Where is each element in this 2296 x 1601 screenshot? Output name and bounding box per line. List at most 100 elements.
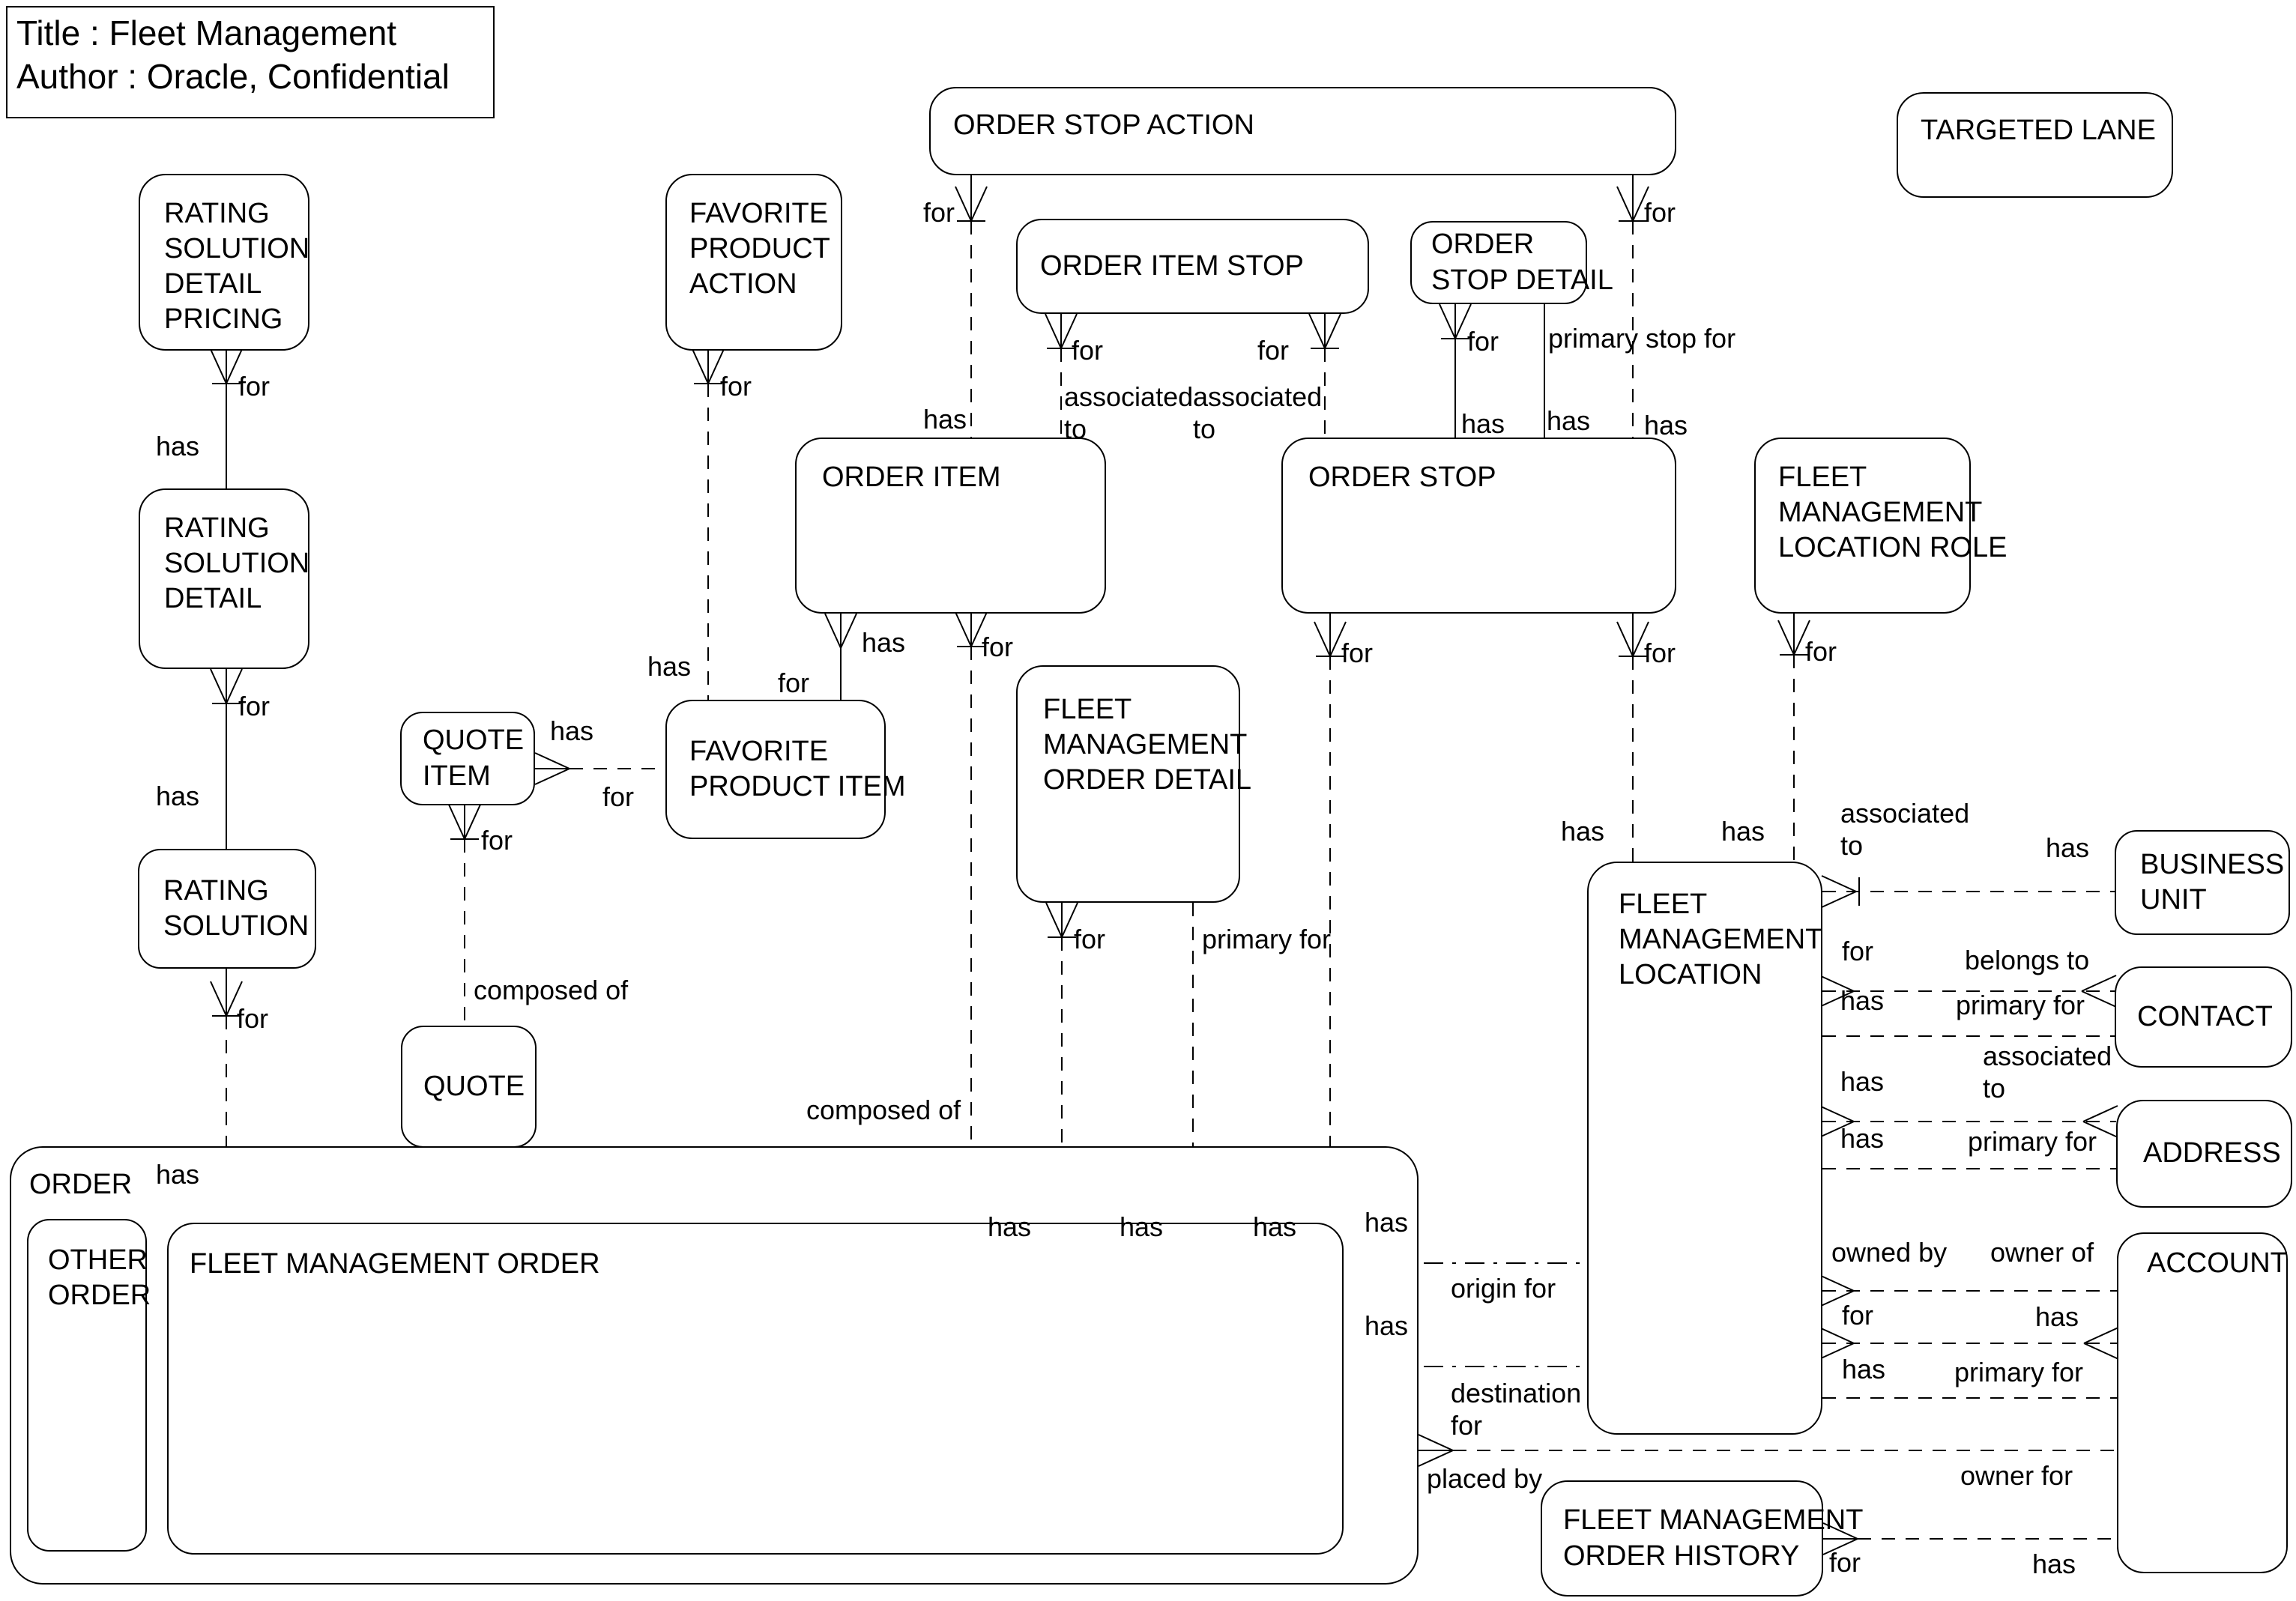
relationship-label: primary for (1954, 1357, 2084, 1387)
relationship-label: has (1253, 1211, 1297, 1242)
relationship-label: associated to (1064, 381, 1194, 445)
entity-order-stop-action[interactable]: ORDER STOP ACTION (929, 87, 1676, 175)
entity-label: MANAGEMENT (1043, 729, 1248, 761)
entity-label: FLEET (1778, 461, 1867, 493)
entity-account[interactable]: ACCOUNT (2117, 1232, 2288, 1573)
entity-label: UNIT (2140, 884, 2207, 915)
relationship-label: has (862, 627, 906, 658)
relationship-label: composed of (806, 1095, 961, 1125)
relationship-label: for (602, 781, 635, 812)
relationship-label: has (1120, 1211, 1164, 1242)
relationship-label: for (1842, 936, 1874, 966)
relationship-label: has (1721, 816, 1765, 847)
relationship-label: has (1840, 1123, 1885, 1154)
relationship-label: composed of (474, 975, 629, 1005)
connector-ois-orderstop (1308, 313, 1341, 438)
relationship-label: has (156, 431, 200, 461)
entity-label: RATING (164, 512, 270, 544)
connector-fml-account-has (1819, 1327, 2119, 1360)
connector-rsd-rs (210, 668, 243, 849)
entity-quote[interactable]: QUOTE (401, 1026, 537, 1148)
relationship-label: for (1644, 638, 1676, 668)
relationship-label: for (720, 371, 752, 402)
entity-label: TARGETED LANE (1921, 115, 2156, 146)
entity-label: ADDRESS (2143, 1137, 2281, 1169)
entity-label: ORDER ITEM STOP (1040, 249, 1304, 282)
relationship-label: for (238, 371, 271, 402)
relationship-label: destination for (1451, 1378, 1582, 1441)
connector-quoteitem-quote (448, 804, 481, 1026)
entity-label: ORDER HISTORY (1563, 1540, 1800, 1572)
relationship-label: owner of (1990, 1237, 2094, 1268)
connector-fml-businessunit (1821, 875, 2115, 908)
relationship-label: has (2046, 832, 2090, 863)
connector-osd-orderstop (1439, 303, 1472, 438)
relationship-label: associated to (1193, 381, 1323, 445)
connector-fml-contact-belongs (1819, 975, 2117, 1008)
relationship-label: has (1547, 405, 1591, 436)
relationship-label: associated to (1983, 1041, 2112, 1104)
entity-label: FLEET (1043, 694, 1132, 725)
entity-label: RATING (163, 874, 269, 907)
entity-label: QUOTE (423, 1070, 525, 1102)
connector-osa-orderstop (1616, 175, 1649, 438)
relationship-label: for (982, 632, 1014, 662)
entity-label: ORDER STOP (1308, 461, 1496, 493)
entity-label: LOCATION ROLE (1778, 532, 2008, 564)
entity-label: PRICING (164, 303, 283, 336)
entity-label: FLEET MANAGEMENT ORDER (190, 1248, 600, 1280)
entity-address[interactable]: ADDRESS (2116, 1100, 2292, 1208)
connector-orderstop-fmo (1314, 614, 1347, 1223)
relationship-label: has (1840, 985, 1885, 1016)
connector-osa-orderitem (955, 175, 988, 438)
entity-label: FLEET MANAGEMENT (1563, 1504, 1864, 1537)
entity-fleet-management-order[interactable]: FLEET MANAGEMENT ORDER (167, 1223, 1344, 1555)
entity-label: MANAGEMENT (1619, 924, 1823, 956)
entity-contact[interactable]: CONTACT (2115, 966, 2292, 1068)
entity-label: FAVORITE (689, 198, 829, 229)
entity-order-item[interactable]: ORDER ITEM (795, 438, 1106, 614)
connector-orderitem-fpi (824, 613, 857, 700)
entity-label: FLEET (1619, 889, 1708, 920)
entity-order-stop[interactable]: ORDER STOP (1281, 438, 1676, 614)
entity-order-item-stop[interactable]: ORDER ITEM STOP (1016, 219, 1369, 314)
relationship-label: for (1341, 638, 1374, 668)
connector-fpa-fpi (692, 348, 725, 700)
entity-label: MANAGEMENT (1778, 497, 1983, 529)
relationship-label: has (1840, 1066, 1885, 1097)
relationship-label: owner for (1960, 1460, 2073, 1491)
relationship-label: for (923, 197, 955, 228)
relationship-label: for (1072, 335, 1104, 366)
entity-label: LOCATION (1619, 959, 1762, 991)
relationship-label: for (1644, 197, 1676, 228)
connector-fml-address-assoc (1819, 1105, 2118, 1138)
relationship-label: for (1829, 1547, 1861, 1578)
relationship-label: has (1842, 1354, 1886, 1384)
entity-label: ORDER STOP ACTION (953, 109, 1254, 141)
entity-label: ORDER (48, 1280, 151, 1312)
relationship-label: primary for (1956, 990, 2085, 1020)
entity-targeted-lane[interactable]: TARGETED LANE (1897, 92, 2173, 198)
relationship-label: for (1842, 1300, 1874, 1331)
relationship-label: has (1461, 408, 1505, 439)
relationship-label: origin for (1451, 1273, 1556, 1304)
entity-label: SOLUTION (163, 910, 309, 942)
connector-orderitem-fmo (955, 611, 988, 1223)
relationship-label: has (988, 1211, 1032, 1242)
